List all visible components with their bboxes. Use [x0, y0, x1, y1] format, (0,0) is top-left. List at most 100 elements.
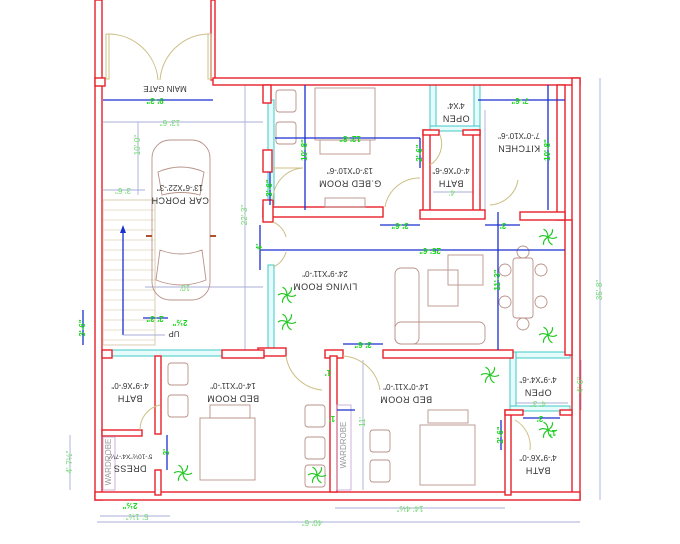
door-bed-left	[285, 355, 323, 391]
dress-size: 5'-10½"X4'-7½"	[107, 452, 152, 460]
kitchen-label: KITCHEN	[498, 144, 540, 154]
dim-guest-door: 3'-6"	[265, 179, 274, 196]
dim-porch-length: 22'-3"	[240, 205, 249, 226]
dim-dress-door: 3'	[162, 449, 171, 455]
dim-living-door: 3'-6"	[391, 221, 408, 230]
open-top-label: OPEN	[442, 114, 469, 124]
bath-top-size: 4'-0"X6'-6"	[432, 166, 469, 175]
bed-guest	[314, 87, 376, 141]
room-labels: MAIN GATE CAR PORCH 13'-6"X22'-3" G.BED …	[104, 84, 556, 486]
dim-kitchen-depth: 10'-8"	[543, 139, 552, 161]
dim-total-width: 40'-6"	[302, 518, 323, 527]
dim-kitchen-door: 3'	[500, 221, 506, 230]
reference-dimension-lines	[69, 78, 601, 523]
dining-table	[512, 257, 534, 319]
dim-bed-right-width: 14'-4½"	[396, 504, 423, 513]
bed-right-label: BED ROOM	[380, 395, 432, 405]
plant-icon	[538, 228, 558, 246]
dim-dress-2: 2½"	[122, 501, 137, 510]
dim-kitchen-width: 7'-6"	[511, 96, 528, 105]
dim-living-depth: 11'-3"	[493, 269, 502, 290]
door-bath-top	[429, 134, 443, 166]
dimension-lines	[82, 85, 565, 470]
doors	[139, 134, 531, 451]
dim-landing: 2'-3"	[146, 314, 163, 323]
dim-guest-width: 12'-8"	[339, 134, 361, 143]
guest-bed-size: 13'-0"X10'-6"	[327, 166, 373, 175]
dim-open-depth: 4'-6"	[576, 377, 585, 393]
dim-stair-width: 3'-6"	[115, 186, 131, 195]
dim-dress-depth: 4'-7½"	[65, 451, 74, 474]
plant-icons	[173, 228, 558, 484]
dim-stair-left: 3'-6"	[78, 319, 87, 336]
dim-living-width: 25'-6"	[419, 246, 441, 255]
dim-porch-depth: 10'-0"	[133, 135, 142, 156]
bath-right-label: BATH	[526, 466, 551, 476]
bath-left-label: BATH	[118, 394, 143, 404]
door-bath-left	[139, 404, 161, 431]
plant-icon	[173, 464, 193, 482]
door-living	[384, 177, 421, 208]
stairs-up-label: UP	[168, 329, 179, 338]
plant-icon	[480, 366, 500, 384]
dim-wardrobe-depth: 1'	[329, 414, 335, 423]
bed-right	[419, 424, 476, 486]
main-gate-label: MAIN GATE	[143, 84, 186, 93]
dim-wall: 1'	[325, 368, 331, 377]
plant-icon	[538, 421, 558, 439]
dimension-labels: 9'-3" 13'-6" 10'-0" 3'-6" 22'-3" 4' 10' …	[65, 96, 604, 527]
plant-icon	[277, 313, 297, 331]
plant-icon	[307, 466, 327, 484]
door-porch	[272, 221, 287, 238]
dress-label: DRESS	[113, 464, 146, 474]
dim-bath-right-door-2: 2'-6"	[496, 426, 505, 443]
dim-bath-right-wall: 1'	[550, 428, 556, 437]
dim-bath-width: 4'	[449, 188, 455, 197]
guest-bed-label: G.BED ROOM	[319, 179, 382, 189]
dim-guest-depth: 10'-8"	[300, 139, 309, 161]
dim-main-gate: 9'-3"	[146, 96, 163, 105]
bed-left	[199, 417, 256, 481]
dim-landing-2: 2½"	[172, 318, 187, 327]
car-porch-size: 13'-6"X22'-3"	[157, 183, 203, 192]
car-porch-label: CAR PORCH	[151, 196, 209, 206]
dim-bath-right-door: 3'	[537, 414, 543, 423]
plant-icon	[277, 286, 297, 304]
open-top-size: 4'X4'	[447, 101, 465, 110]
plant-icon	[538, 326, 558, 344]
staircase	[102, 199, 165, 346]
door-guest-bed	[272, 167, 304, 201]
open-bottom-label: OPEN	[524, 388, 551, 398]
dim-bed-door: 3'-6"	[354, 340, 371, 349]
living-room-size: 24'-9"X11'-0"	[302, 269, 348, 278]
walls	[94, 0, 581, 501]
bed-right-size: 14'-0"X11'-0"	[383, 382, 429, 391]
dim-car: 10'	[179, 283, 190, 292]
dim-dress-width: 5'-1½"	[126, 512, 149, 521]
bath-top-label: BATH	[439, 179, 464, 189]
sofa	[394, 267, 420, 345]
dim-total-depth: 35'-8"	[595, 280, 604, 301]
door-bed-right	[342, 355, 381, 391]
dim-bed-right-depth: 11'	[358, 417, 367, 427]
windows	[111, 84, 571, 413]
wardrobe-right-label: WARDROBE	[339, 422, 348, 469]
open-bottom-size: 4'-9"X4'-6"	[519, 375, 556, 384]
dim-porch-width: 13'-6"	[160, 118, 181, 127]
main-gate	[105, 33, 212, 81]
bath-left-size: 4'-9"X6'-0"	[111, 381, 148, 390]
bed-left-label: BED ROOM	[207, 394, 259, 404]
door-bath-right	[514, 419, 531, 451]
bath-right-size: 4'-9"X6'-0"	[519, 453, 556, 462]
wardrobe-left-label: WARDROBE	[104, 439, 113, 486]
dim-porch-door: 4'	[255, 244, 264, 250]
door-kitchen	[489, 179, 519, 206]
kitchen-size: 7'-0"X10'-6"	[498, 131, 540, 140]
bed-left-size: 14'-0"X11'-0"	[210, 381, 256, 390]
car-icon	[146, 139, 216, 301]
dim-bath-door: 2'-6"	[415, 144, 424, 161]
living-room-label: LIVING ROOM	[293, 282, 357, 292]
furniture	[102, 87, 548, 491]
dim-open-width: 4'-3"	[530, 399, 546, 408]
